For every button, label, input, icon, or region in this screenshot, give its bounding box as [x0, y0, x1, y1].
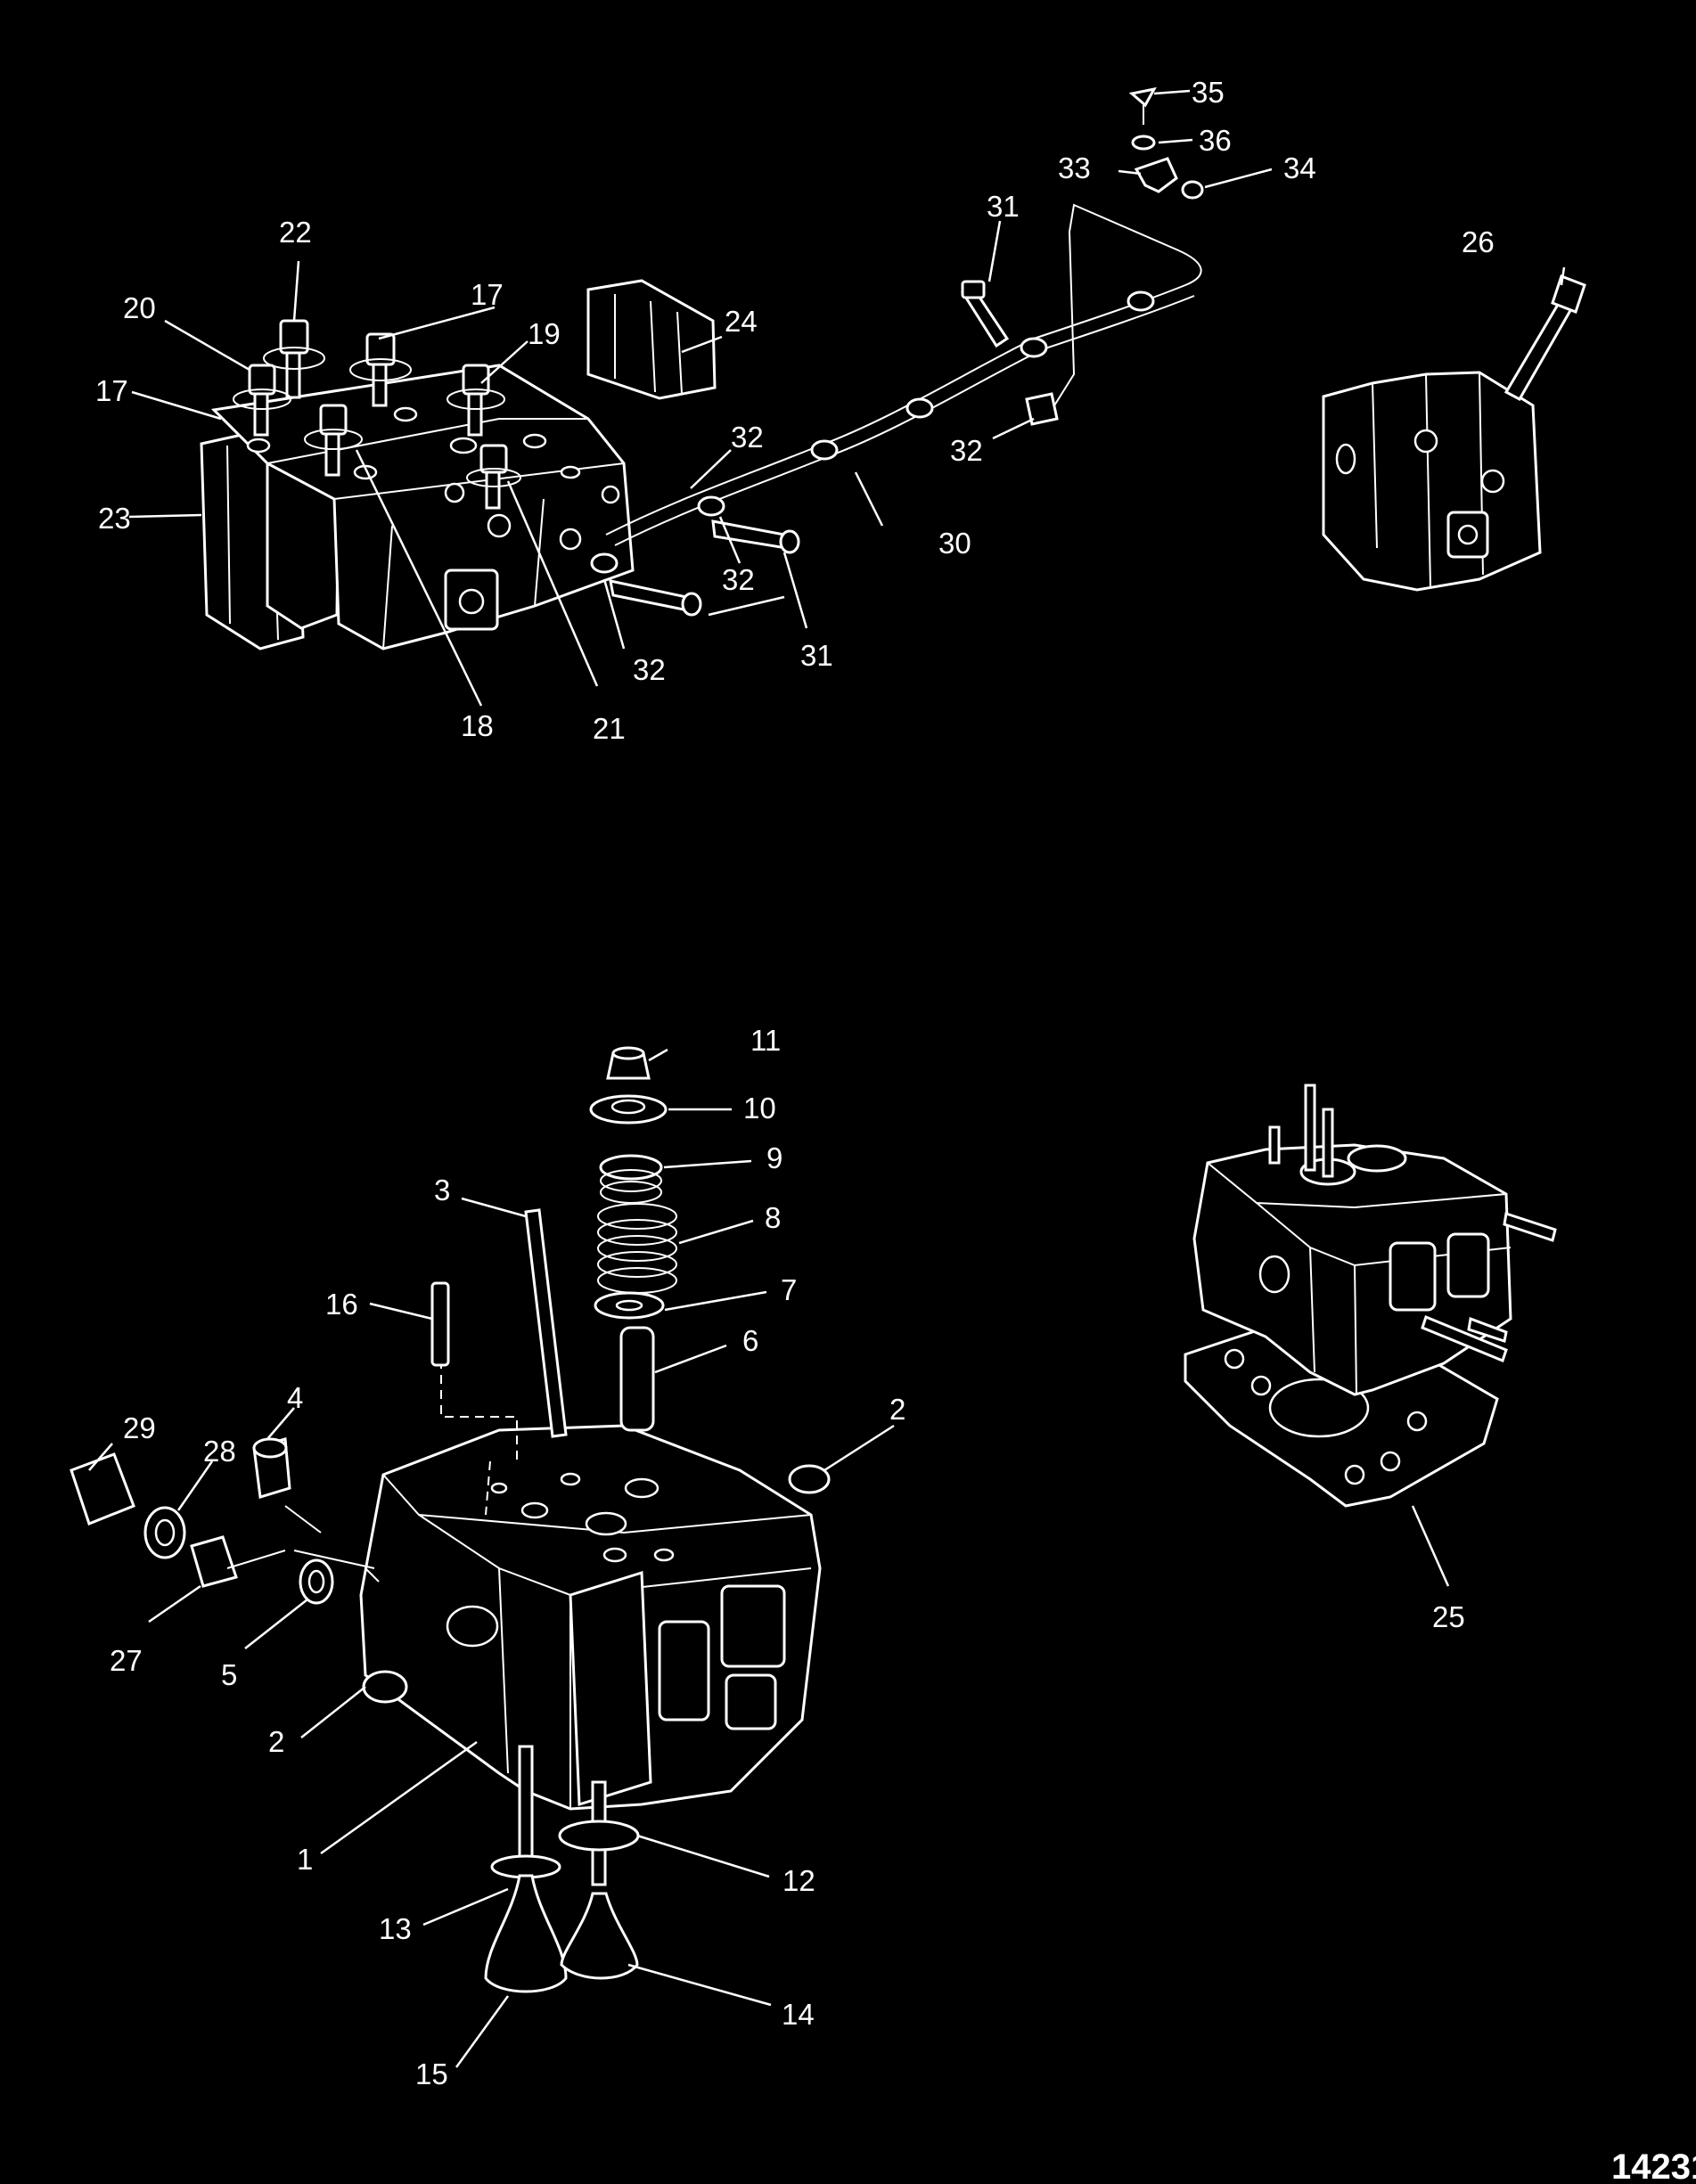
callout-32-d: 32 — [633, 653, 666, 686]
callout-7: 7 — [781, 1273, 797, 1306]
callout-4: 4 — [287, 1381, 303, 1414]
callout-6: 6 — [742, 1324, 758, 1357]
callout-15: 15 — [415, 2057, 448, 2090]
clamp-hardware — [1128, 86, 1204, 200]
callout-35: 35 — [1192, 76, 1225, 109]
head-unit-26 — [1322, 274, 1586, 592]
callout-24: 24 — [725, 305, 758, 338]
callout-17-top: 17 — [471, 278, 504, 311]
callout-9: 9 — [766, 1141, 782, 1174]
callout-22: 22 — [279, 216, 312, 249]
leader-lines — [88, 89, 1566, 2068]
callout-26: 26 — [1462, 225, 1495, 258]
callout-2-right: 2 — [889, 1393, 905, 1426]
callout-32-a: 32 — [731, 421, 764, 454]
callout-32-b: 32 — [950, 434, 983, 467]
callout-17-left: 17 — [95, 374, 128, 407]
callout-25: 25 — [1432, 1600, 1465, 1633]
callout-12: 12 — [782, 1864, 815, 1897]
callout-34: 34 — [1283, 151, 1316, 184]
callout-labels: 22 20 17 17 19 23 24 31 32 32 32 32 30 3… — [95, 76, 1495, 2090]
callout-2-left: 2 — [268, 1725, 284, 1758]
callout-32-c: 32 — [722, 563, 755, 596]
callout-28: 28 — [203, 1435, 236, 1468]
callout-27: 27 — [110, 1644, 143, 1677]
callout-10: 10 — [743, 1092, 776, 1125]
callout-29: 29 — [123, 1411, 156, 1444]
callout-3: 3 — [434, 1174, 450, 1207]
callout-30: 30 — [938, 527, 971, 560]
callout-33: 33 — [1058, 151, 1091, 184]
callout-11: 11 — [750, 1024, 781, 1057]
callout-8: 8 — [765, 1201, 781, 1234]
callout-19: 19 — [528, 317, 561, 350]
callout-36: 36 — [1199, 124, 1232, 157]
head-with-gasket-25 — [1184, 1084, 1557, 1508]
callout-14: 14 — [782, 1998, 815, 2031]
line-assembly-30 — [590, 203, 1202, 617]
callout-5: 5 — [221, 1658, 237, 1691]
callout-1: 1 — [297, 1843, 313, 1876]
callout-21: 21 — [593, 712, 626, 745]
cylinder-head-exploded — [70, 1046, 831, 1993]
callout-31-top: 31 — [987, 190, 1020, 223]
cylinder-head-row-assembly — [200, 319, 635, 650]
callout-13: 13 — [379, 1912, 412, 1945]
callout-20: 20 — [123, 291, 156, 324]
callout-23: 23 — [98, 502, 131, 535]
callout-16: 16 — [325, 1288, 358, 1321]
callout-31-bottom: 31 — [800, 639, 833, 672]
figure-id: 14231 — [1611, 2147, 1696, 2184]
cover-plate-24 — [586, 279, 717, 400]
callout-18: 18 — [461, 709, 494, 742]
